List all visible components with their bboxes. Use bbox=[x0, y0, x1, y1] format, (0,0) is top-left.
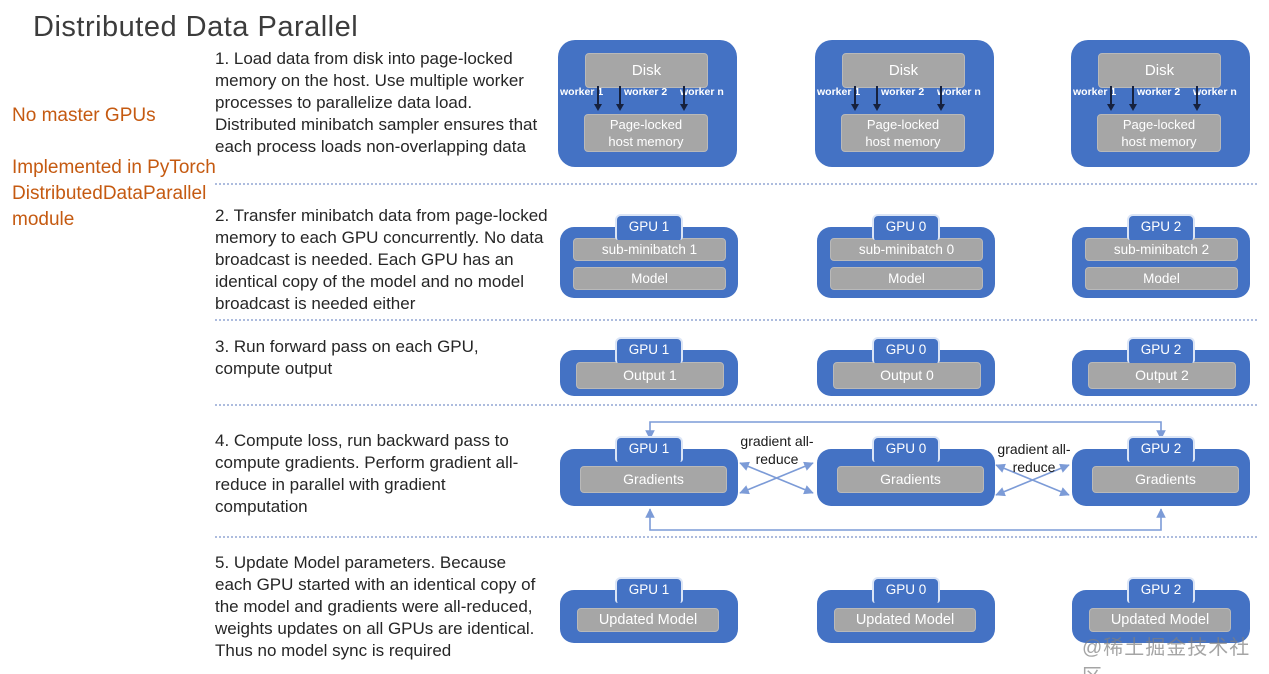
worker-arrows bbox=[1107, 86, 1201, 111]
disk-box: Disk bbox=[585, 53, 708, 88]
gpu-tab: GPU 2 bbox=[1127, 436, 1195, 462]
sub-minibatch-box: sub-minibatch 0 bbox=[830, 238, 983, 261]
gpu-tab: GPU 0 bbox=[872, 337, 940, 363]
page-locked-memory-box: Page-locked host memory bbox=[841, 114, 965, 152]
worker-label: worker 1 bbox=[1073, 86, 1117, 98]
output-box: Output 1 bbox=[576, 362, 724, 389]
gpu-tab: GPU 1 bbox=[615, 214, 683, 240]
note-implemented-pytorch: Implemented in PyTorch DistributedDataPa… bbox=[12, 157, 216, 230]
sub-minibatch-box: sub-minibatch 2 bbox=[1085, 238, 1238, 261]
gpu-tab: GPU 1 bbox=[615, 436, 683, 462]
step-3-text: 3. Run forward pass on each GPU, compute… bbox=[215, 337, 479, 378]
gradients-box: Gradients bbox=[837, 466, 984, 493]
gpu-node: GPU 0 Output 0 bbox=[817, 337, 995, 396]
worker-arrows bbox=[594, 86, 688, 111]
row-separator bbox=[215, 404, 1257, 406]
worker-label: worker 2 bbox=[1137, 86, 1181, 98]
worker-arrows bbox=[851, 86, 945, 111]
gpu-tab: GPU 1 bbox=[615, 577, 683, 603]
gpu-node: GPU 2 Output 2 bbox=[1072, 337, 1250, 396]
step-2-text: 2. Transfer minibatch data from page-loc… bbox=[215, 206, 548, 313]
worker-label: worker 2 bbox=[881, 86, 925, 98]
step-5-text: 5. Update Model parameters. Because each… bbox=[215, 553, 536, 660]
gpu-node: GPU 2 sub-minibatch 2 Model bbox=[1072, 214, 1250, 298]
allreduce-label: gradient all- reduce bbox=[997, 441, 1071, 475]
gradients-box: Gradients bbox=[1092, 466, 1239, 493]
gpu-node: GPU 1 sub-minibatch 1 Model bbox=[560, 214, 738, 298]
gpu-node: GPU 1 Gradients bbox=[560, 436, 738, 506]
gpu-node: GPU 2 Updated Model bbox=[1072, 577, 1250, 643]
updated-model-box: Updated Model bbox=[577, 608, 719, 632]
row-separator bbox=[215, 183, 1257, 185]
model-box: Model bbox=[573, 267, 726, 290]
allreduce-top-ring bbox=[645, 421, 1166, 440]
gpu-tab: GPU 0 bbox=[872, 214, 940, 240]
step-1-text: 1. Load data from disk into page-locked … bbox=[215, 49, 538, 156]
watermark: @稀土掘金技术社区 bbox=[1082, 637, 1251, 674]
worker-label: worker n bbox=[680, 86, 724, 98]
gpu-node: GPU 0 sub-minibatch 0 Model bbox=[817, 214, 995, 298]
gpu-tab: GPU 2 bbox=[1127, 214, 1195, 240]
allreduce-bottom-ring bbox=[645, 508, 1166, 531]
worker-label: worker 1 bbox=[560, 86, 604, 98]
row-separator bbox=[215, 319, 1257, 321]
gradient-allreduce-connectors bbox=[645, 421, 1166, 531]
worker-label: worker n bbox=[1193, 86, 1237, 98]
allreduce-label: gradient all- reduce bbox=[740, 433, 814, 467]
allreduce-cross-arrow bbox=[995, 463, 1070, 497]
output-box: Output 2 bbox=[1088, 362, 1236, 389]
updated-model-box: Updated Model bbox=[1089, 608, 1231, 632]
allreduce-cross-arrow bbox=[739, 461, 814, 495]
model-box: Model bbox=[830, 267, 983, 290]
worker-label: worker 2 bbox=[624, 86, 668, 98]
gpu-tab: GPU 0 bbox=[872, 436, 940, 462]
disk-box: Disk bbox=[1098, 53, 1221, 88]
gpu-node: GPU 2 Gradients bbox=[1072, 436, 1250, 506]
page-locked-memory-box: Page-locked host memory bbox=[584, 114, 708, 152]
disk-box: Disk bbox=[842, 53, 965, 88]
gpu-tab: GPU 2 bbox=[1127, 337, 1195, 363]
host-node-box: Disk worker 1 worker 2 worker n Page-loc… bbox=[815, 40, 994, 167]
gpu-node: GPU 0 Updated Model bbox=[817, 577, 995, 643]
output-box: Output 0 bbox=[833, 362, 981, 389]
gradients-box: Gradients bbox=[580, 466, 727, 493]
gpu-node: GPU 1 Output 1 bbox=[560, 337, 738, 396]
page-locked-memory-box: Page-locked host memory bbox=[1097, 114, 1221, 152]
model-box: Model bbox=[1085, 267, 1238, 290]
worker-label: worker n bbox=[937, 86, 981, 98]
worker-label: worker 1 bbox=[817, 86, 861, 98]
gpu-tab: GPU 2 bbox=[1127, 577, 1195, 603]
gpu-node: GPU 0 Gradients bbox=[817, 436, 995, 506]
gpu-tab: GPU 0 bbox=[872, 577, 940, 603]
page-title: Distributed Data Parallel bbox=[33, 11, 359, 43]
row-separator bbox=[215, 536, 1257, 538]
gpu-node: GPU 1 Updated Model bbox=[560, 577, 738, 643]
gpu-tab: GPU 1 bbox=[615, 337, 683, 363]
sub-minibatch-box: sub-minibatch 1 bbox=[573, 238, 726, 261]
host-node-box: Disk worker 1 worker 2 worker n Page-loc… bbox=[558, 40, 737, 167]
note-no-master-gpus: No master GPUs bbox=[12, 105, 156, 126]
updated-model-box: Updated Model bbox=[834, 608, 976, 632]
host-node-box: Disk worker 1 worker 2 worker n Page-loc… bbox=[1071, 40, 1250, 167]
step-4-text: 4. Compute loss, run backward pass to co… bbox=[215, 431, 519, 516]
